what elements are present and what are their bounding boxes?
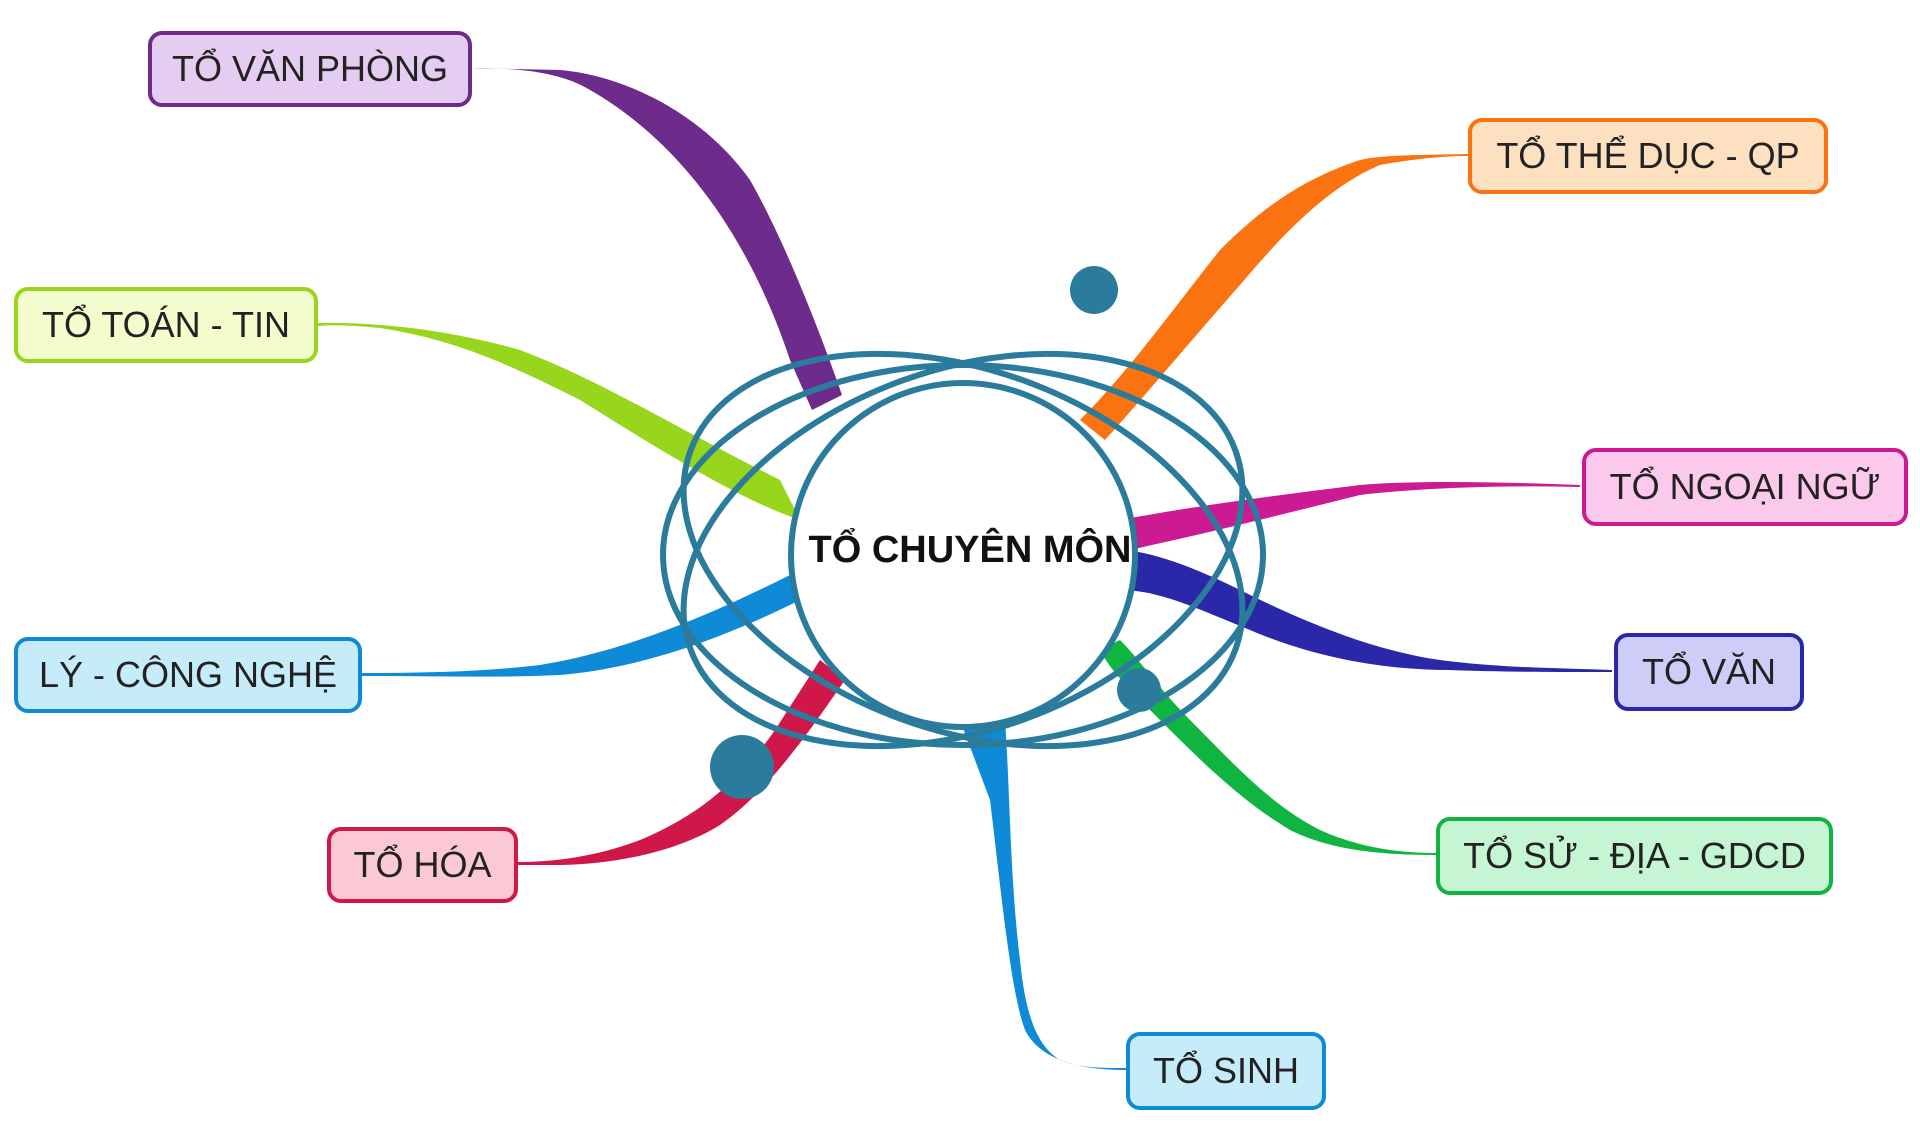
- branch-connector-ly-cong-nghe: [360, 575, 800, 677]
- node-label: LÝ - CÔNG NGHỆ: [38, 654, 338, 695]
- branch-connector-hoa: [516, 660, 845, 865]
- node-to-ngoai-ngu[interactable]: TỔ NGOẠI NGỮ: [1582, 448, 1908, 526]
- node-to-sinh[interactable]: TỔ SINH: [1126, 1032, 1326, 1110]
- electron-dot: [1070, 266, 1118, 314]
- branch-connector-toan-tin: [318, 322, 800, 520]
- node-label: TỔ NGOẠI NGỮ: [1609, 466, 1881, 507]
- node-label: TỔ VĂN PHÒNG: [171, 48, 449, 89]
- node-label: TỔ SINH: [1152, 1050, 1299, 1091]
- orbit-ring: [660, 362, 1266, 748]
- branch-connector-the-duc-qp: [1080, 154, 1468, 440]
- branch-connector-sinh: [960, 720, 1126, 1070]
- electron-dot: [1117, 668, 1161, 712]
- node-to-the-duc-qp[interactable]: TỔ THỂ DỤC - QP: [1468, 118, 1828, 194]
- central-topic: TỔ CHUYÊN MÔN: [808, 528, 1132, 571]
- node-label: TỔ VĂN: [1641, 651, 1776, 692]
- node-label: TỔ THỂ DỤC - QP: [1496, 135, 1800, 176]
- node-to-su-dia-gdcd[interactable]: TỔ SỬ - ĐỊA - GDCD: [1436, 817, 1833, 895]
- orbit-ring: [680, 350, 1246, 750]
- node-to-toan-tin[interactable]: TỔ TOÁN - TIN: [14, 287, 318, 363]
- node-label: TỔ TOÁN - TIN: [41, 304, 291, 345]
- node-to-van[interactable]: TỔ VĂN: [1614, 633, 1804, 711]
- orbit-ring: [680, 350, 1246, 750]
- node-ly-cong-nghe[interactable]: LÝ - CÔNG NGHỆ: [14, 637, 362, 713]
- electron-dot: [710, 735, 774, 799]
- node-to-van-phong[interactable]: TỔ VĂN PHÒNG: [148, 31, 472, 107]
- branch-connector-van: [1120, 550, 1612, 672]
- node-to-hoa[interactable]: TỔ HÓA: [327, 827, 518, 903]
- node-label: TỔ SỬ - ĐỊA - GDCD: [1463, 835, 1806, 876]
- central-circle: [788, 380, 1138, 730]
- branch-connector-van-phong: [470, 68, 842, 410]
- node-label: TỔ HÓA: [353, 844, 492, 885]
